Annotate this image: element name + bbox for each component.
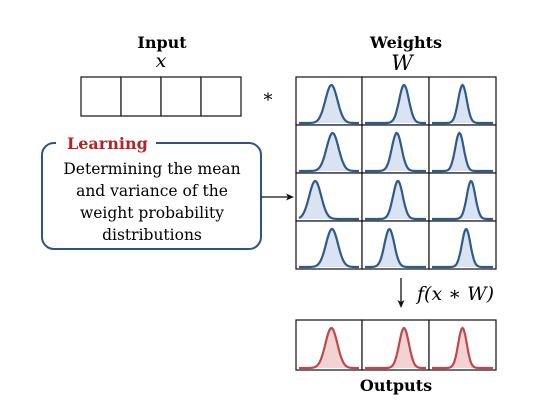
weight-distribution-curve-fill bbox=[365, 85, 426, 123]
weight-distribution-curve bbox=[365, 227, 426, 269]
function-label: f(x ∗ W) bbox=[415, 283, 494, 305]
input-title: Input bbox=[137, 33, 187, 52]
weight-distribution-curve bbox=[432, 131, 493, 173]
input-symbol: x bbox=[156, 50, 167, 72]
output-distribution-curve bbox=[432, 326, 493, 370]
learning-line-1: Determining the mean bbox=[63, 160, 240, 178]
weights-title: Weights bbox=[369, 33, 442, 52]
weight-distribution-curve bbox=[432, 227, 493, 269]
weight-distribution-curve bbox=[299, 131, 359, 173]
output-distribution-curve-fill bbox=[299, 328, 359, 368]
weight-distribution-curve-fill bbox=[299, 133, 359, 171]
learning-arrow bbox=[261, 193, 294, 201]
weight-distribution-curve bbox=[298, 179, 359, 221]
weight-distribution-curve-fill bbox=[432, 133, 493, 171]
weight-distribution-curve bbox=[432, 83, 493, 125]
learning-line-3: weight probability bbox=[80, 204, 224, 222]
weight-distribution-curve bbox=[299, 227, 359, 269]
function-arrow bbox=[397, 278, 405, 308]
weight-distribution-curve-fill bbox=[432, 85, 493, 123]
outputs-title: Outputs bbox=[360, 376, 432, 395]
weight-distribution-curve bbox=[299, 83, 359, 125]
output-distribution-curve-fill bbox=[365, 328, 426, 368]
weight-distribution-curve-fill bbox=[432, 229, 493, 267]
output-grid bbox=[295, 319, 497, 371]
weight-distribution-curve bbox=[365, 131, 426, 173]
weights-symbol: W bbox=[391, 51, 415, 75]
weight-distribution-curve-fill bbox=[299, 181, 359, 219]
output-distribution-curve bbox=[365, 326, 426, 370]
weight-distribution-curve-fill bbox=[365, 133, 426, 171]
input-cell bbox=[160, 76, 202, 117]
convolution-operator: * bbox=[264, 90, 273, 111]
input-cell bbox=[200, 76, 242, 117]
learning-title: Learning bbox=[67, 134, 148, 153]
learning-line-4: distributions bbox=[102, 226, 202, 244]
output-distribution-curve bbox=[299, 326, 359, 370]
weight-distribution-curve-fill bbox=[365, 229, 426, 267]
weight-distribution-curve bbox=[365, 179, 426, 221]
output-distribution-curve-fill bbox=[432, 328, 493, 368]
weight-distribution-curve-fill bbox=[299, 85, 359, 123]
weight-distribution-curve bbox=[432, 179, 493, 221]
input-cell bbox=[120, 76, 162, 117]
input-vector bbox=[80, 76, 242, 117]
weight-distribution-curve bbox=[365, 83, 426, 125]
weight-distribution-curve-fill bbox=[365, 181, 426, 219]
learning-title-mask bbox=[56, 135, 156, 151]
input-cell bbox=[80, 76, 122, 117]
learning-line-2: and variance of the bbox=[76, 182, 228, 200]
weight-distribution-curve-fill bbox=[299, 229, 359, 267]
weight-grid bbox=[295, 76, 497, 270]
learning-box: Learning Determining the mean and varian… bbox=[41, 134, 262, 250]
